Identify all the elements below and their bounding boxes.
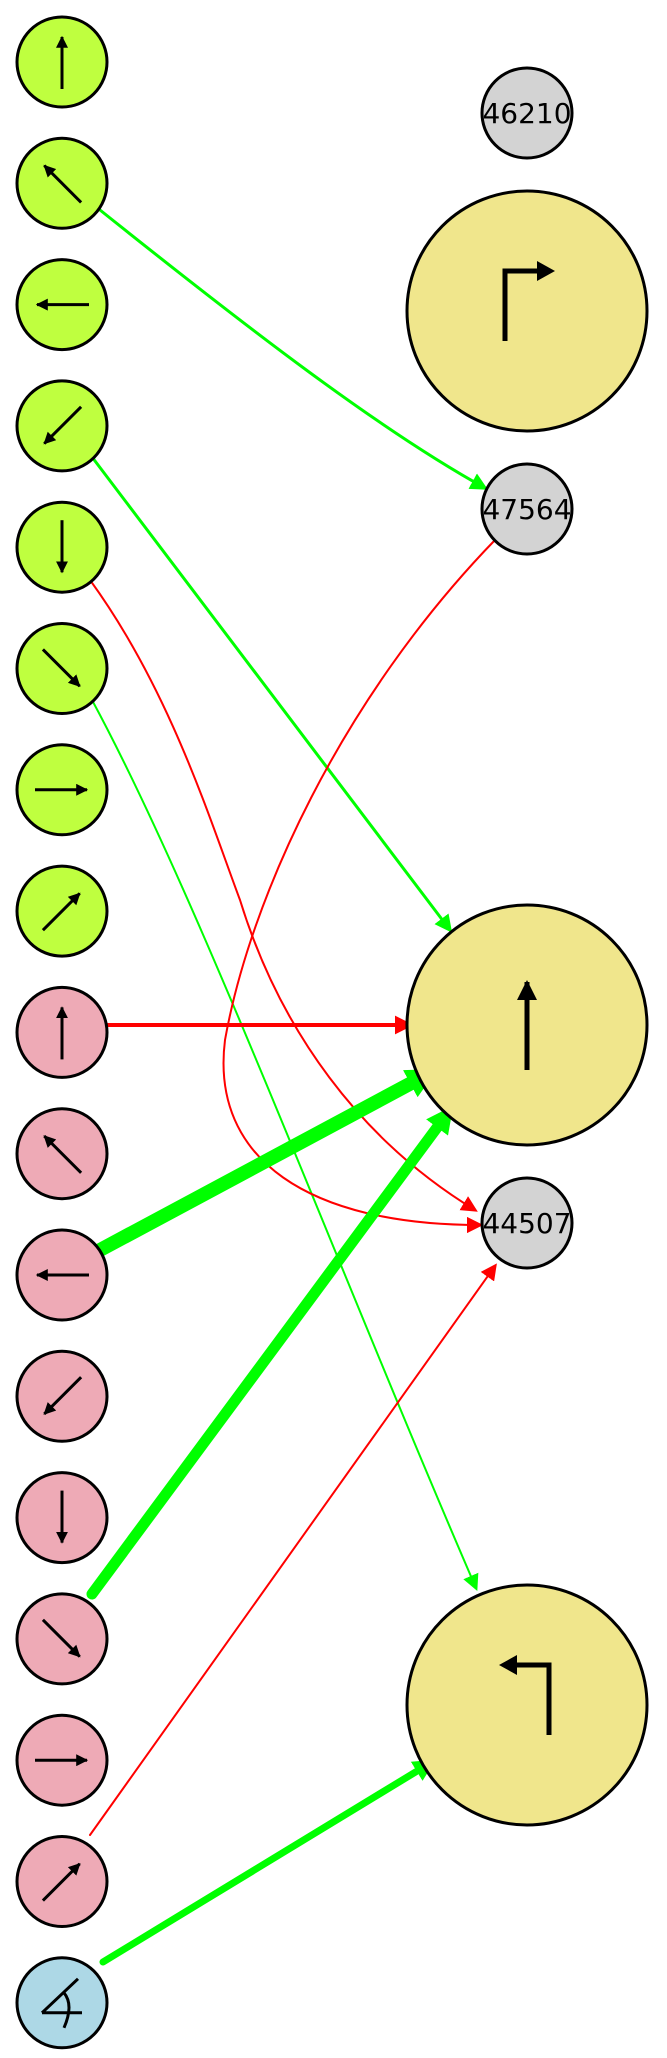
node-label: 46210 (482, 97, 571, 130)
input-node-g-upleft (15, 136, 109, 230)
turn-right-icon (502, 261, 555, 341)
edges-layer (86, 208, 497, 1966)
output-node-turn-right (405, 189, 649, 433)
edge-g-downright-to-turn-left (91, 699, 479, 1592)
input-node-p-upleft (15, 1107, 109, 1201)
output-node-forward (405, 903, 649, 1147)
turn-left-icon (499, 1655, 552, 1735)
output-node-n46210: 46210 (480, 66, 574, 160)
input-node-p-right (15, 1713, 109, 1807)
node-label: 47564 (482, 493, 571, 526)
node-label: 44507 (482, 1207, 571, 1240)
input-node-p-up (15, 985, 109, 1079)
input-node-g-right (15, 743, 109, 837)
arrow-down-left-icon (43, 1376, 83, 1416)
input-node-g-upright (15, 864, 109, 958)
input-node-g-down (15, 500, 109, 594)
input-node-p-left (15, 1228, 109, 1322)
output-node-circle (480, 1176, 574, 1270)
angle-icon (40, 1977, 82, 2029)
output-node-circle (405, 189, 649, 433)
input-node-g-downleft (15, 379, 109, 473)
input-node-g-up (15, 15, 109, 109)
input-node-b-angle (15, 1956, 109, 2050)
arrow-down-right-icon (41, 648, 81, 688)
edge-p-downright-to-forward (86, 1104, 456, 1600)
output-node-circle (405, 1583, 649, 1827)
output-node-n47564: 47564 (480, 462, 574, 556)
input-node-g-left (15, 258, 109, 352)
output-node-turn-left (405, 1583, 649, 1827)
arrow-down-right-icon (41, 1618, 81, 1658)
input-node-g-downright (15, 622, 109, 715)
input-node-p-down (15, 1471, 109, 1565)
arrow-up-left-icon (43, 1134, 83, 1174)
output-node-n44507: 44507 (480, 1176, 574, 1270)
output-node-circle (480, 66, 574, 160)
edge-g-upleft-to-n47564 (98, 208, 489, 490)
output-node-circle (480, 462, 574, 556)
edge-g-downleft-to-forward (90, 455, 453, 933)
arrow-up-right-icon (41, 892, 81, 932)
input-node-p-downleft (15, 1349, 109, 1443)
arrow-up-right-icon (41, 1862, 81, 1902)
edge-n47564-to-n44507 (222, 539, 496, 1234)
arrow-up-left-icon (43, 164, 83, 204)
edge-b-angle-to-turn-left (99, 1758, 436, 1966)
input-node-p-upright (15, 1835, 109, 1928)
nodes-layer: 46210 47564 44507 (15, 15, 649, 2050)
edge-g-down-to-n44507 (89, 579, 478, 1212)
input-node-circle (15, 1956, 109, 2050)
input-node-p-downright (15, 1592, 109, 1686)
edge-p-upright-to-n44507 (89, 1263, 497, 1836)
arrow-down-left-icon (43, 405, 83, 445)
edge-p-left-to-forward (93, 1065, 439, 1257)
